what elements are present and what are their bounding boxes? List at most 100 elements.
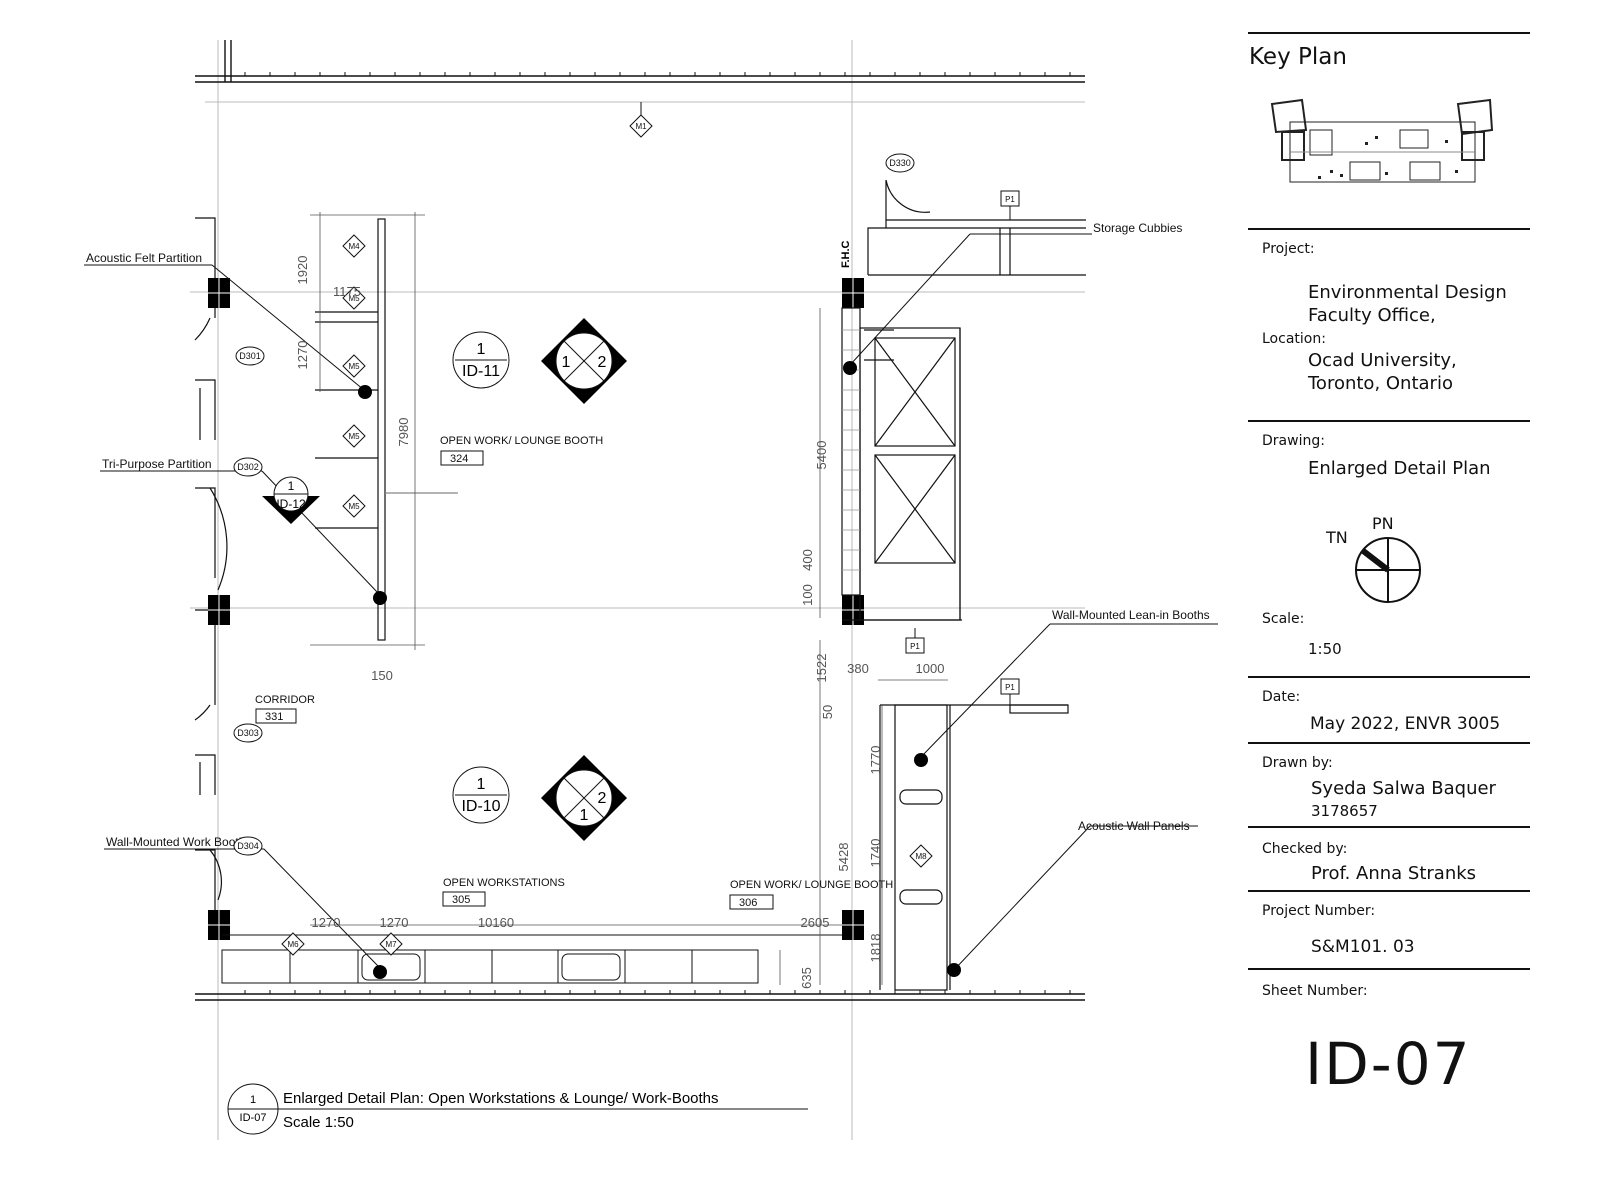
key-plan-title: Key Plan bbox=[1249, 44, 1347, 70]
callout-dots bbox=[358, 361, 961, 979]
dim-400: 400 bbox=[800, 549, 815, 571]
dim-5428: 5428 bbox=[836, 843, 851, 872]
north-arrow-icon bbox=[1355, 537, 1421, 603]
wall-ticks bbox=[244, 72, 1071, 994]
scale-value: 1:50 bbox=[1308, 640, 1342, 658]
column-gaps bbox=[208, 278, 864, 940]
drawing-title-scale: Scale 1:50 bbox=[283, 1114, 354, 1131]
key-plan-thumbnail bbox=[1270, 98, 1494, 183]
door-tag-d302: D302 bbox=[233, 457, 263, 477]
dim-150: 150 bbox=[371, 668, 393, 683]
room-corridor: CORRIDOR bbox=[255, 694, 315, 706]
svg-text:M5: M5 bbox=[348, 362, 360, 371]
callout-lean-in: Wall-Mounted Lean-in Booths bbox=[1052, 608, 1210, 622]
callout-work-booths: Wall-Mounted Work Booths bbox=[106, 835, 251, 849]
dimension-lines bbox=[310, 212, 948, 985]
dim-7980: 7980 bbox=[396, 418, 411, 447]
svg-text:D301: D301 bbox=[239, 351, 261, 361]
svg-text:1: 1 bbox=[562, 354, 571, 371]
callout-storage-cubbies: Storage Cubbies bbox=[1093, 221, 1182, 235]
svg-text:M5: M5 bbox=[348, 432, 360, 441]
door-tag-d304: D304 bbox=[233, 836, 263, 856]
divider-1 bbox=[1248, 228, 1530, 230]
dim-1770: 1770 bbox=[868, 746, 883, 775]
elevation-marker-bottom: 2 1 bbox=[541, 755, 627, 841]
divider-4 bbox=[1248, 742, 1530, 744]
svg-text:ID-12: ID-12 bbox=[276, 497, 306, 511]
svg-text:M5: M5 bbox=[348, 502, 360, 511]
svg-text:D330: D330 bbox=[889, 158, 911, 168]
material-tag-m5b: M5 bbox=[342, 354, 366, 378]
svg-text:D304: D304 bbox=[237, 841, 259, 851]
material-tag-m4: M4 bbox=[342, 234, 366, 258]
divider-6 bbox=[1248, 890, 1530, 892]
fhc-label: F.H.C bbox=[840, 240, 852, 268]
dim-1920: 1920 bbox=[295, 256, 310, 285]
material-tag-m1: M1 bbox=[629, 114, 653, 138]
north-tn: TN bbox=[1326, 528, 1348, 547]
detail-marker-id11: 1 ID-11 bbox=[452, 331, 510, 389]
svg-text:M6: M6 bbox=[287, 940, 299, 949]
dim-2605: 2605 bbox=[801, 915, 830, 930]
detail-marker-id10: 1 ID-10 bbox=[452, 766, 510, 824]
date-label: Date: bbox=[1262, 689, 1301, 705]
checked-label: Checked by: bbox=[1262, 841, 1348, 857]
room-lounge-top-number: 324 bbox=[450, 453, 468, 465]
room-lounge-bottom: OPEN WORK/ LOUNGE BOOTH bbox=[730, 879, 893, 891]
svg-text:M1: M1 bbox=[635, 122, 647, 131]
drawn-id: 3178657 bbox=[1311, 802, 1378, 820]
felt-partition bbox=[315, 218, 458, 641]
svg-text:M7: M7 bbox=[385, 940, 397, 949]
material-tag-p1-mid: P1 bbox=[905, 628, 925, 654]
project-line-1: Environmental Design bbox=[1308, 282, 1507, 303]
dim-1818: 1818 bbox=[868, 934, 883, 963]
svg-text:1: 1 bbox=[288, 479, 295, 493]
svg-text:1: 1 bbox=[477, 776, 486, 793]
material-tag-m5c: M5 bbox=[342, 424, 366, 448]
svg-text:P1: P1 bbox=[910, 642, 920, 651]
svg-text:P1: P1 bbox=[1005, 683, 1015, 692]
project-number-label: Project Number: bbox=[1262, 903, 1376, 919]
dim-1522: 1522 bbox=[814, 654, 829, 683]
dim-5400: 5400 bbox=[814, 441, 829, 470]
divider-2 bbox=[1248, 420, 1530, 422]
callout-acoustic-panels: Acoustic Wall Panels bbox=[1078, 819, 1190, 833]
callout-tri-purpose: Tri-Purpose Partition bbox=[102, 457, 212, 471]
title-block-rule bbox=[1248, 32, 1530, 34]
material-tag-m5a: M5 bbox=[342, 286, 366, 310]
material-tag-p1-top: P1 bbox=[1000, 190, 1020, 220]
lean-in-booths bbox=[879, 704, 1069, 991]
sheet-number-label: Sheet Number: bbox=[1262, 983, 1368, 999]
dim-1270-left: 1270 bbox=[295, 341, 310, 370]
svg-text:1: 1 bbox=[580, 807, 589, 824]
material-tag-p1-low: P1 bbox=[1000, 678, 1020, 705]
svg-text:ID-11: ID-11 bbox=[462, 363, 500, 380]
project-number-value: S&M101. 03 bbox=[1311, 937, 1415, 957]
floor-plan-drawing: Acoustic Felt Partition Tri-Purpose Part… bbox=[84, 40, 1218, 1140]
door-tag-d303: D303 bbox=[233, 723, 263, 743]
dim-50: 50 bbox=[820, 705, 835, 719]
exterior-walls bbox=[195, 40, 1085, 1001]
scale-label: Scale: bbox=[1262, 611, 1305, 627]
north-pn: PN bbox=[1372, 514, 1394, 533]
dim-1000: 1000 bbox=[916, 661, 945, 676]
checked-value: Prof. Anna Stranks bbox=[1311, 863, 1477, 884]
elevation-marker-top: 1 2 bbox=[541, 318, 627, 404]
divider-3 bbox=[1248, 676, 1530, 678]
svg-text:ID-07: ID-07 bbox=[240, 1112, 267, 1124]
material-tag-m5d: M5 bbox=[342, 494, 366, 518]
svg-text:1: 1 bbox=[250, 1094, 256, 1106]
svg-text:2: 2 bbox=[598, 354, 607, 371]
svg-text:M8: M8 bbox=[915, 852, 927, 861]
sheet-number-value: ID-07 bbox=[1305, 1030, 1472, 1098]
drawing-value: Enlarged Detail Plan bbox=[1308, 458, 1491, 479]
dim-1175: 1175 bbox=[333, 284, 361, 299]
svg-text:D302: D302 bbox=[237, 462, 259, 472]
svg-text:ID-10: ID-10 bbox=[461, 798, 500, 815]
drawn-name: Syeda Salwa Baquer bbox=[1311, 778, 1496, 799]
work-booths bbox=[221, 934, 842, 984]
svg-text:D303: D303 bbox=[237, 728, 259, 738]
corridor-wall bbox=[194, 217, 228, 915]
room-lounge-bottom-number: 306 bbox=[739, 897, 757, 909]
door-tag-d330: D330 bbox=[885, 153, 915, 173]
